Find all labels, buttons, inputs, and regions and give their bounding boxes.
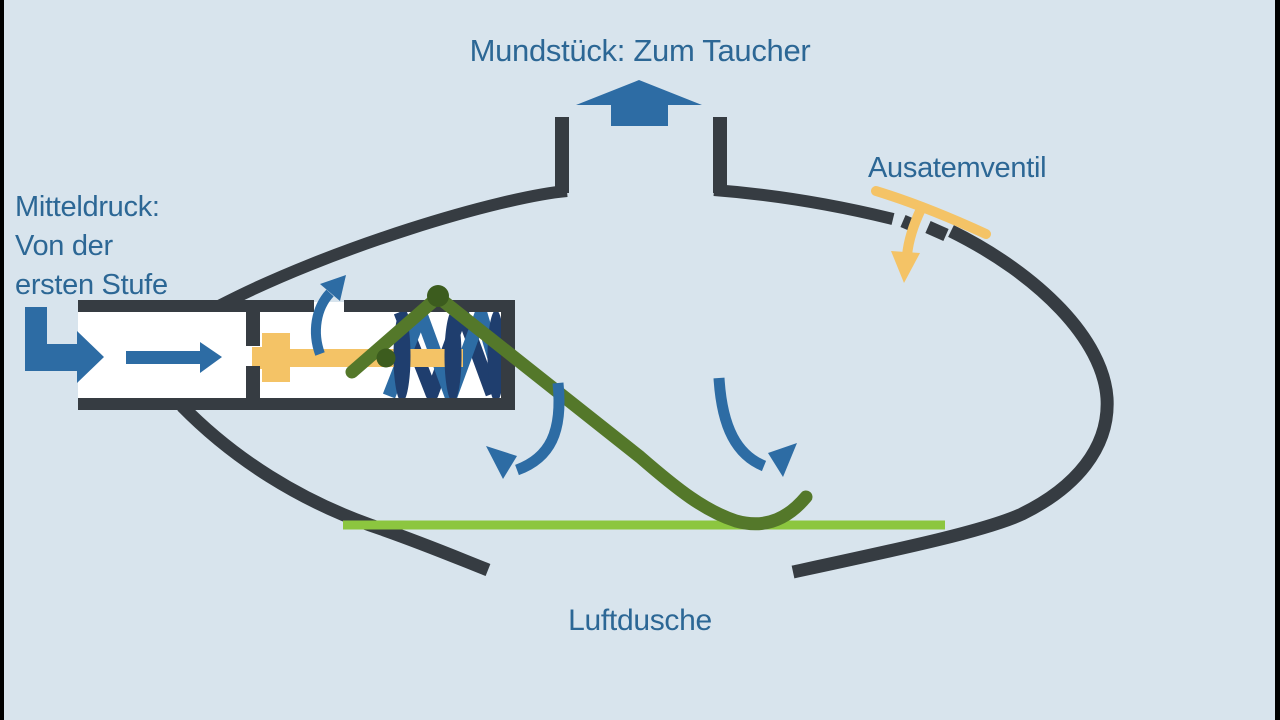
body-bottom-left-curve [177, 401, 491, 577]
exhaust-flow-arrow [891, 206, 926, 283]
airflow-up-arrow [576, 80, 702, 126]
exhaust-valve-flap [871, 186, 991, 239]
inlet-flow-arrow [25, 307, 104, 383]
body-right-curve [791, 225, 1114, 579]
demand-lever [345, 285, 813, 531]
label-inlet-pressure: Mitteldruck: Von der ersten Stufe [15, 188, 168, 305]
purge-flow-arrow-right [713, 377, 797, 477]
left-edge-bar [0, 0, 4, 720]
flow-arrows [25, 275, 797, 479]
body-top-right-curve [713, 184, 895, 225]
mouthpiece-wall-left [555, 117, 569, 193]
purge-flow-arrow-left [486, 382, 565, 479]
exhaust-valve [871, 186, 991, 283]
inlet-internal-arrow [126, 342, 222, 373]
spring-loop [444, 310, 462, 402]
orifice-wall-top [246, 312, 260, 346]
chamber-borders [78, 300, 515, 410]
orifice-wall-bottom [246, 366, 260, 398]
label-inlet-line3: ersten Stufe [15, 269, 168, 301]
label-inlet-line2: Von der [15, 230, 113, 262]
body-top-left-curve [216, 185, 568, 312]
right-edge-bar [1275, 0, 1280, 720]
lever-stem-pin [376, 348, 396, 368]
chamber-bottom-border [78, 398, 515, 410]
lever-pivot-pin [427, 285, 449, 307]
label-exhaust-valve: Ausatemventil [868, 152, 1047, 184]
regulator-body-outline [177, 184, 1114, 579]
exhaust-port-dash-right [925, 221, 949, 241]
mouthpiece-tube [555, 117, 727, 193]
lever-arm [345, 290, 813, 531]
label-inlet-line1: Mitteldruck: [15, 191, 160, 223]
label-purge: Luftdusche [568, 604, 712, 637]
piston-nub [252, 347, 264, 369]
mouthpiece-wall-right [713, 117, 727, 193]
label-mouthpiece: Mundstück: Zum Taucher [469, 33, 811, 68]
chamber-top-border-left [78, 300, 314, 312]
piston-head [262, 333, 290, 382]
vent-flow-arrow [310, 275, 346, 356]
